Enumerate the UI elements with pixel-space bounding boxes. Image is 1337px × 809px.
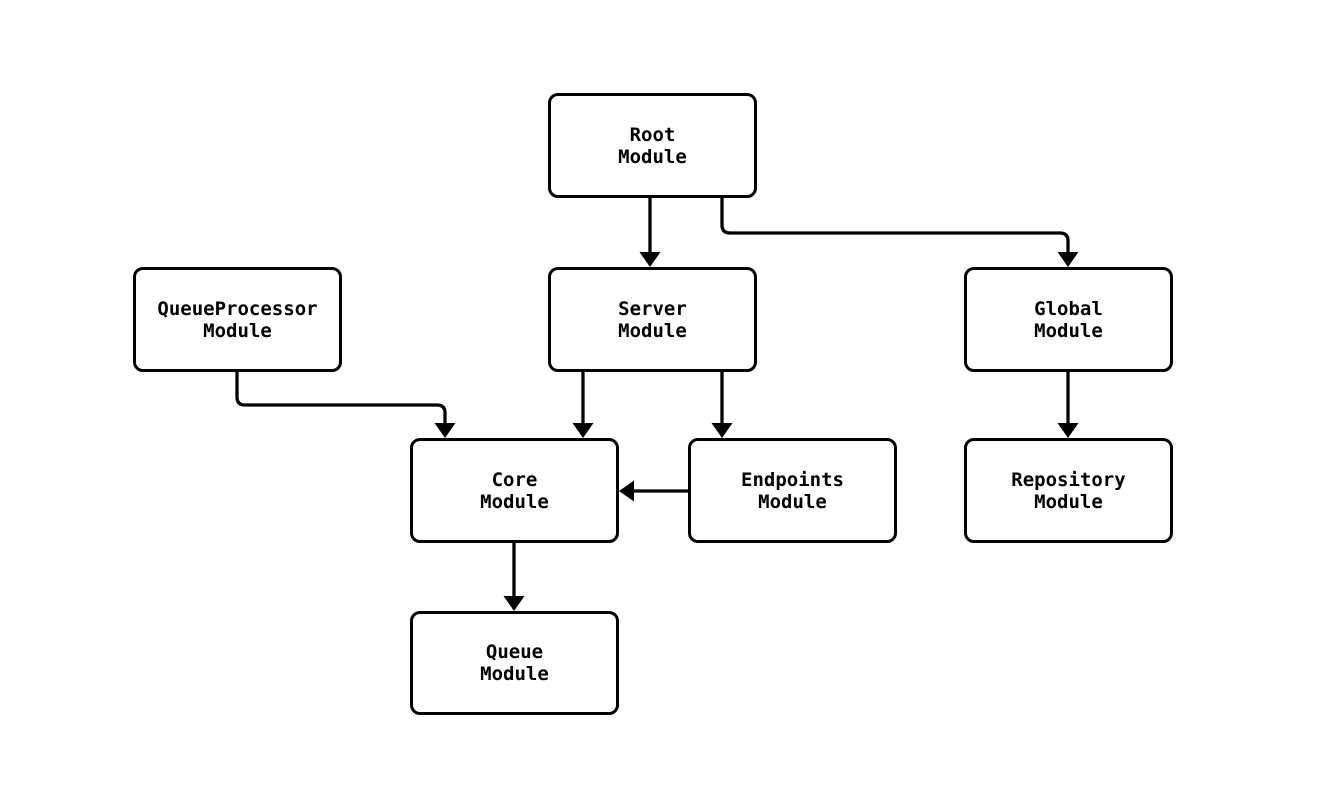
node-server-module: Server Module <box>548 267 757 372</box>
edge-core-to-queue <box>503 543 525 611</box>
edge-global-to-repository <box>1057 372 1079 438</box>
edge-server-to-core <box>572 372 594 438</box>
edge-server-to-endpoints <box>711 372 733 438</box>
node-server-module-label: Server Module <box>618 297 687 342</box>
node-queue-module: Queue Module <box>410 611 619 715</box>
edge-queueprocessor-to-core <box>235 372 456 438</box>
node-queue-module-label: Queue Module <box>480 641 549 685</box>
edge-root-to-global <box>720 198 1079 267</box>
node-root-module-label: Root Module <box>618 123 687 168</box>
node-root-module: Root Module <box>548 93 757 198</box>
node-global-module-label: Global Module <box>1034 297 1103 342</box>
node-queueprocessor-module: QueueProcessor Module <box>133 267 342 372</box>
node-core-module-label: Core Module <box>480 468 549 513</box>
node-repository-module-label: Repository Module <box>1011 468 1126 513</box>
node-core-module: Core Module <box>410 438 619 543</box>
node-endpoints-module: Endpoints Module <box>688 438 897 543</box>
edge-root-to-server <box>639 198 661 267</box>
edge-endpoints-to-core <box>619 480 688 502</box>
node-queueprocessor-module-label: QueueProcessor Module <box>157 297 318 342</box>
node-repository-module: Repository Module <box>964 438 1173 543</box>
node-endpoints-module-label: Endpoints Module <box>741 468 844 513</box>
node-global-module: Global Module <box>964 267 1173 372</box>
